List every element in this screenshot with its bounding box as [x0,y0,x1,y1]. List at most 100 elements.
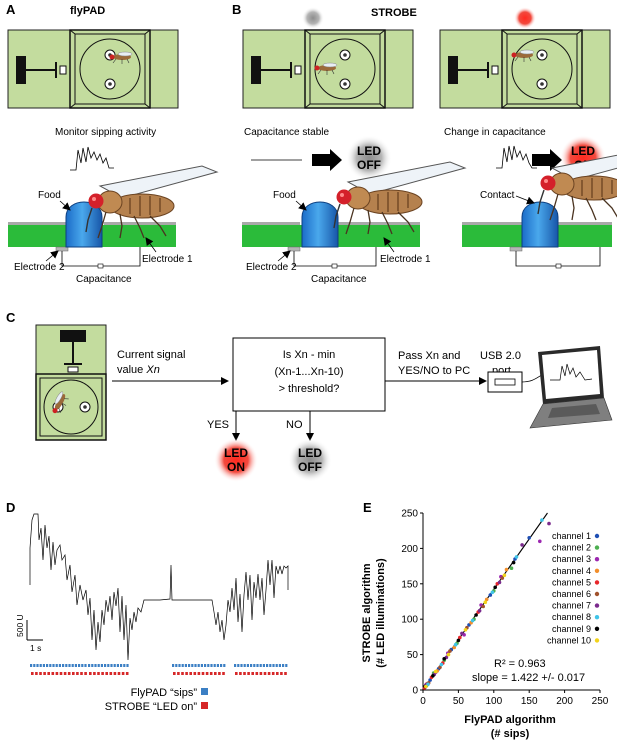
food-cup-a [65,201,103,248]
led-on-text-c1: LED [224,446,248,460]
x-tick-label: 150 [521,696,538,707]
led-tick [59,672,63,675]
electrode1-label-b: Electrode 1 [380,254,431,265]
legend-entry-label: channel 4 [552,566,591,576]
legend-entry-marker [594,545,600,550]
sip-tick [88,664,91,667]
legend-led-swatch [201,702,208,709]
led-on-text-b1: LED [571,144,595,158]
led-tick [251,672,254,675]
led-tick [177,672,180,675]
legend-entry-label: channel 9 [552,624,591,634]
scatter-point [500,576,505,580]
sip-tick [275,664,278,667]
scatter-point [424,684,428,689]
led-off-text-b2: OFF [357,158,381,172]
scatter-point [470,618,475,623]
sip-tick [46,664,49,667]
legend-entry-marker [594,580,600,585]
led-tick [267,672,271,675]
x-axis-label-1: FlyPAD algorithm [464,714,556,726]
scatter-point [504,567,509,572]
sip-tick [74,664,77,667]
sip-tick [213,664,216,667]
scatter-point [509,566,514,570]
led-off-text-c2: OFF [298,460,322,474]
sip-tick [71,664,74,667]
led-tick [35,672,38,675]
sip-tick [36,664,39,667]
scatter-point [477,608,482,613]
y-axis-label-2: (# LED illuminations) [375,558,387,668]
food-cup-b2 [521,201,559,248]
led-tick [263,672,267,675]
x-tick-label: 50 [453,696,465,707]
y-tick-label: 0 [412,686,418,697]
sip-tick [62,664,65,667]
sip-tick [269,664,272,667]
pass-line1: Pass Xn and [398,350,460,362]
led-tick [31,672,34,675]
panel-label-c: C [6,310,16,325]
sip-tick [223,664,226,667]
sip-tick [178,664,181,667]
decision-line2: (Xn-1...Xn-10) [274,366,343,378]
scatter-point [458,635,462,640]
contact-label: Contact [480,190,515,201]
arrow-b1 [312,149,342,171]
slope-annotation: slope = 1.422 +/- 0.017 [472,672,585,684]
led-tick [76,672,79,675]
scatter-point [448,649,452,653]
sip-tick [84,664,87,667]
sip-tick [33,664,36,667]
decision-line3: > threshold? [279,383,340,395]
led-tick [201,672,205,675]
sip-tick [285,664,288,667]
legend-entry-label: channel 6 [552,589,591,599]
led-tick [89,672,92,675]
sip-tick [220,664,223,667]
led-tick [55,672,59,675]
y-tick-label: 250 [401,509,418,520]
scatter-point [484,597,489,602]
led-tick [117,672,121,675]
legend-sips-swatch [201,688,208,695]
sip-tick [197,664,200,667]
led-off-glow-c [288,438,332,482]
x-tick-label: 0 [420,696,426,707]
sip-tick [272,664,275,667]
scatter-point [527,536,531,540]
legend-entry-marker [594,591,600,597]
sip-tick [256,664,259,667]
sip-tick [207,664,210,667]
scatter-point [514,555,519,559]
sip-tick [194,664,197,667]
scatter-point [520,543,524,547]
led-tick [280,672,283,675]
sip-tick [123,664,126,667]
sip-tick [91,664,94,667]
legend-entry-marker [594,638,600,643]
scatter-point [547,521,551,526]
led-tick [47,672,50,675]
led-off-glow-b [346,135,392,181]
sip-tick [65,664,68,667]
scatter-point [426,682,430,687]
led-off-text-c1: LED [298,446,322,460]
sip-tick [210,664,213,667]
led-tick [271,672,275,675]
flypad-board-a [7,29,179,109]
sip-tick [278,664,281,667]
legend-entry-marker [594,615,600,620]
sip-tick [200,664,203,667]
legend-entry-marker [594,568,600,573]
sip-tick [184,664,187,667]
scatter-point [538,539,542,544]
scatter-point [453,642,458,647]
laptop-icon [529,346,613,429]
food-label-b: Food [273,190,296,201]
legend-entry-marker [594,603,600,608]
decision-line1: Is Xn - min [283,349,336,361]
sip-tick [110,664,113,667]
pass-line2: YES/NO to PC [398,365,470,377]
